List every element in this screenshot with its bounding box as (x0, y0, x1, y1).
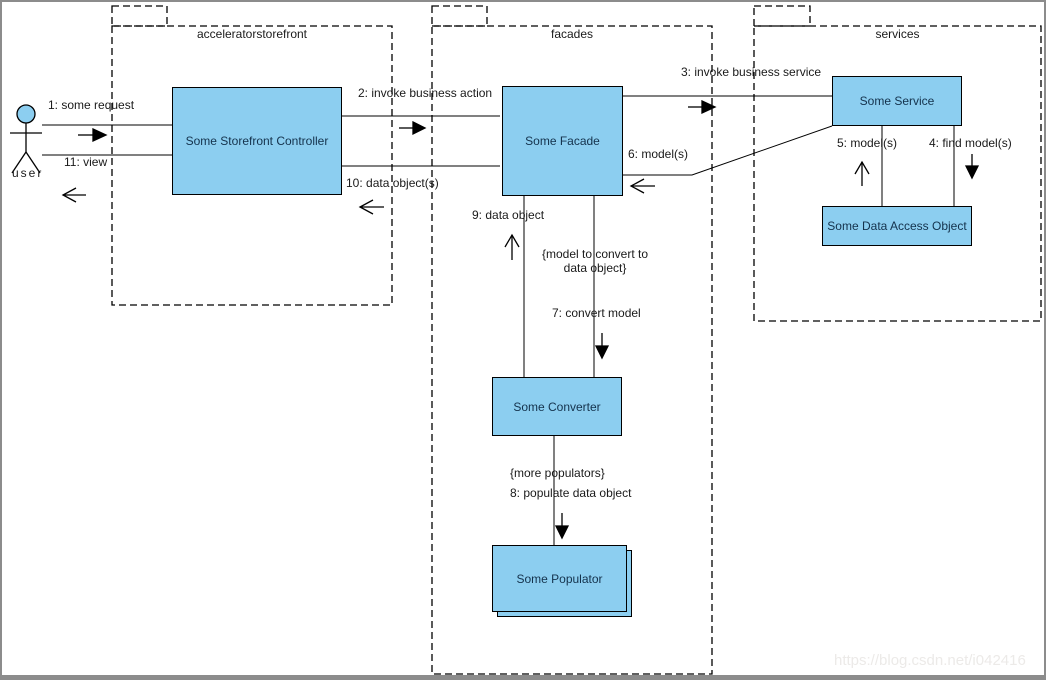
actor-user-figure (10, 104, 42, 174)
message-3-arrow (688, 99, 717, 115)
message-9-arrow (504, 233, 520, 260)
package-acceleratorstorefront-label: acceleratorstorefront (196, 27, 308, 41)
node-populator: Some Populator (492, 545, 627, 612)
message-6-line (623, 125, 833, 176)
actor-head (16, 104, 36, 124)
package-acceleratorstorefront-tab (111, 5, 168, 27)
message-11-label: 11: view (64, 155, 108, 169)
message-2-label: 2: invoke business action (358, 86, 493, 100)
message-1-label: 1: some request (48, 98, 135, 112)
message-8-label: 8: populate data object (510, 486, 632, 500)
message-11-arrow (61, 187, 86, 203)
message-6-label: 6: model(s) (628, 147, 689, 161)
watermark-text: https://blog.csdn.net/i042416 (834, 652, 1026, 669)
message-8-arrow (554, 513, 570, 540)
message-10-arrow (358, 199, 384, 215)
node-facade: Some Facade (502, 86, 623, 196)
message-5-label: 5: model(s) (837, 136, 898, 150)
message-1-arrow (78, 127, 108, 143)
actor-user-label: user (12, 166, 44, 180)
message-10-label: 10: data object(s) (346, 176, 439, 190)
message-7-label: 7: convert model (552, 306, 641, 320)
package-facades-label: facades (550, 27, 594, 41)
package-services-label: services (875, 27, 920, 41)
message-9-label: 9: data object (472, 208, 545, 222)
package-services-body (753, 25, 1042, 322)
package-facades-body (431, 25, 713, 675)
message-6-arrow (629, 178, 655, 194)
constraint-model-to-convert-label: {model to convert to data object} (541, 247, 649, 275)
node-converter: Some Converter (492, 377, 622, 436)
message-2-arrow (399, 120, 427, 136)
node-storefront-controller: Some Storefront Controller (172, 87, 342, 195)
message-4-label: 4: find model(s) (929, 136, 1012, 150)
package-services-tab (753, 5, 811, 27)
package-facades-tab (431, 5, 488, 27)
node-data-access-object: Some Data Access Object (822, 206, 972, 246)
message-5-arrow (854, 160, 870, 186)
node-service: Some Service (832, 76, 962, 126)
message-4-arrow (964, 154, 980, 180)
message-7-arrow (594, 333, 610, 360)
message-3-label: 3: invoke business service (681, 65, 822, 79)
constraint-more-populators-label: {more populators} (510, 466, 605, 480)
